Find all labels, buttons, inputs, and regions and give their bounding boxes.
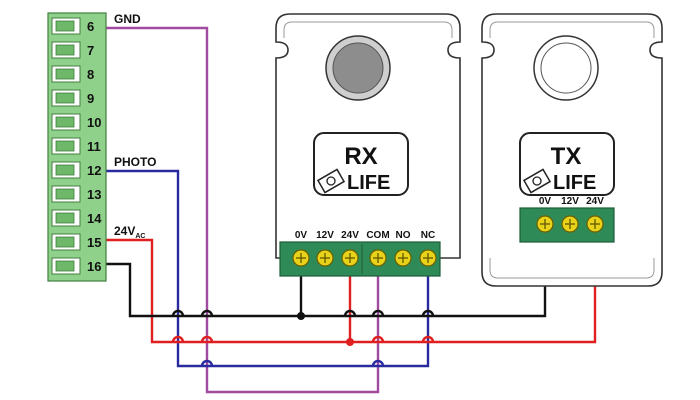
terminal-slot-clamp <box>55 140 75 152</box>
screw-icon <box>586 215 604 233</box>
label-gnd: GND <box>114 12 141 26</box>
screw-icon <box>292 249 310 267</box>
terminal-slot: 7 <box>51 41 94 59</box>
screw-icon <box>394 249 412 267</box>
terminal-number: 13 <box>87 187 101 202</box>
terminal-number: 12 <box>87 163 101 178</box>
rx-terminal-label: 12V <box>316 230 334 241</box>
tx-title: TX <box>551 143 582 170</box>
screw-icon <box>561 215 579 233</box>
junction-dot-0v <box>297 312 305 320</box>
terminal-block: 6 7 8 9 10 11 12 13 14 15 16 <box>47 12 107 282</box>
rx-lens-inner <box>332 42 384 94</box>
rx-brand: LIFE <box>347 172 390 194</box>
terminal-slot-clamp <box>55 44 75 56</box>
terminal-slot-clamp <box>55 116 75 128</box>
terminal-slot-clamp <box>55 20 75 32</box>
terminal-slot: 16 <box>51 257 101 275</box>
rx-housing-inner <box>283 21 453 38</box>
label-24vac: 24VAC <box>114 224 145 240</box>
tx-housing-inner <box>489 21 655 279</box>
terminal-number: 7 <box>87 43 94 58</box>
wire-supply-24v <box>105 226 597 344</box>
terminal-slot: 8 <box>51 65 94 83</box>
crossing-hop <box>200 309 214 317</box>
crossing-hop <box>200 359 214 367</box>
rx-terminal-label: NC <box>421 230 435 241</box>
crossing-hop <box>171 309 185 317</box>
terminal-number: 16 <box>87 259 101 274</box>
screw-icon <box>419 249 437 267</box>
tx-unit: TX LIFE 0V 12V 24V <box>481 13 663 287</box>
terminal-slot: 9 <box>51 89 94 107</box>
junction-dot-24v <box>346 338 354 346</box>
wire-photo <box>105 169 430 368</box>
terminal-slot: 12 <box>51 161 101 179</box>
terminal-slot: 15 <box>51 233 101 251</box>
terminal-number: 9 <box>87 91 94 106</box>
crossing-hop <box>371 359 385 367</box>
terminal-slot-clamp <box>55 92 75 104</box>
terminal-slot-clamp <box>55 188 75 200</box>
tx-terminal-label: 12V <box>561 196 579 207</box>
crossing-hop <box>371 335 385 343</box>
rx-terminal-label: NO <box>396 230 411 241</box>
terminal-slot: 13 <box>51 185 101 203</box>
rx-title: RX <box>344 143 377 170</box>
screw-icon <box>316 249 334 267</box>
terminal-slot: 6 <box>51 17 94 35</box>
tx-lens-inner <box>540 42 592 94</box>
terminal-slot-clamp <box>55 260 75 272</box>
rx-terminal-label: 0V <box>295 230 308 241</box>
terminal-slot-clamp <box>55 164 75 176</box>
tx-terminal-labels: 0V 12V 24V <box>539 196 604 207</box>
screw-icon <box>536 215 554 233</box>
label-24vac-sub: AC <box>135 233 145 240</box>
tx-terminal-label: 0V <box>539 196 552 207</box>
tx-brand: LIFE <box>553 172 596 194</box>
crossing-hop <box>421 335 435 343</box>
terminal-number: 15 <box>87 235 101 250</box>
terminal-number: 14 <box>87 211 102 226</box>
screw-icon <box>369 249 387 267</box>
label-photo: PHOTO <box>114 155 156 169</box>
crossing-hop <box>421 309 435 317</box>
terminal-slot-clamp <box>55 212 75 224</box>
rx-terminal-label: COM <box>366 230 389 241</box>
crossing-hop <box>371 309 385 317</box>
terminal-number: 11 <box>87 139 101 154</box>
rx-terminal-label: 24V <box>341 230 359 241</box>
wire-gnd <box>105 26 380 394</box>
terminal-slot: 10 <box>51 113 101 131</box>
tx-life-logo-icon <box>522 168 552 194</box>
terminal-slot: 11 <box>51 137 101 155</box>
terminal-slot: 14 <box>51 209 102 227</box>
terminal-slot-clamp <box>55 236 75 248</box>
crossing-hop <box>171 335 185 343</box>
crossing-hop <box>200 335 214 343</box>
tx-terminal-label: 24V <box>586 196 604 207</box>
screw-icon <box>341 249 359 267</box>
terminal-number: 6 <box>87 19 94 34</box>
rx-terminal-labels: 0V 12V 24V COM NO NC <box>295 230 435 241</box>
rx-life-logo-icon <box>316 168 346 194</box>
crossing-hop <box>343 309 357 317</box>
terminal-number: 10 <box>87 115 101 130</box>
terminal-slot-clamp <box>55 68 75 80</box>
terminal-number: 8 <box>87 67 94 82</box>
rx-unit: RX LIFE 0V 12V 24V COM NO NC <box>275 13 461 277</box>
wire-crossings <box>171 309 435 367</box>
